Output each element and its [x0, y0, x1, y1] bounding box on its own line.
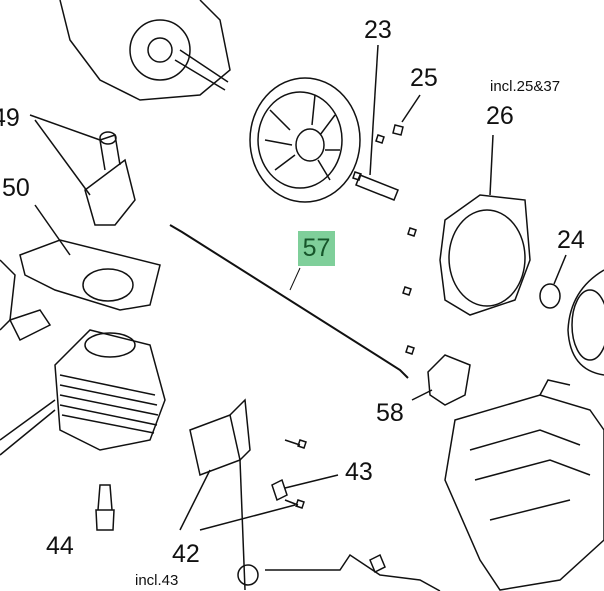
fan-housing-drawing: [444, 379, 604, 591]
part-label-50[interactable]: 50: [2, 174, 30, 202]
piston-drawing: [29, 114, 136, 226]
coil-screws-drawing: [271, 439, 339, 509]
part-label-49[interactable]: 49: [0, 104, 20, 132]
part-label-57-highlighted[interactable]: 57: [298, 231, 335, 266]
note-incl-25-37: incl.25&37: [490, 78, 561, 95]
part-label-42[interactable]: 42: [172, 540, 200, 568]
throttle-rod-drawing: [169, 224, 409, 379]
linkage-drawing: [265, 553, 441, 591]
part-number-57: 57: [302, 234, 331, 262]
part-label-43[interactable]: 43: [345, 458, 373, 486]
part-label-44[interactable]: 44: [46, 532, 74, 560]
pin-drawing: [355, 44, 399, 201]
part-label-24[interactable]: 24: [557, 226, 585, 254]
note-incl-43: incl.43: [135, 572, 179, 589]
cylinder-drawing: [0, 329, 166, 456]
screws-drawing: [352, 94, 421, 355]
spark-plug-drawing: [95, 484, 115, 531]
part-label-23[interactable]: 23: [364, 16, 392, 44]
flywheel-drawing: [249, 77, 361, 203]
part-label-26[interactable]: 26: [486, 102, 514, 130]
ignition-coil-drawing: [179, 398, 296, 591]
gasket-drawing: [0, 204, 161, 342]
crankcase-drawing: [59, 0, 231, 101]
throttle-lever-drawing: [411, 354, 471, 406]
ring-drawing: [539, 254, 604, 376]
part-label-58[interactable]: 58: [376, 399, 404, 427]
part-label-25[interactable]: 25: [410, 64, 438, 92]
starter-cover-drawing: [439, 134, 531, 316]
